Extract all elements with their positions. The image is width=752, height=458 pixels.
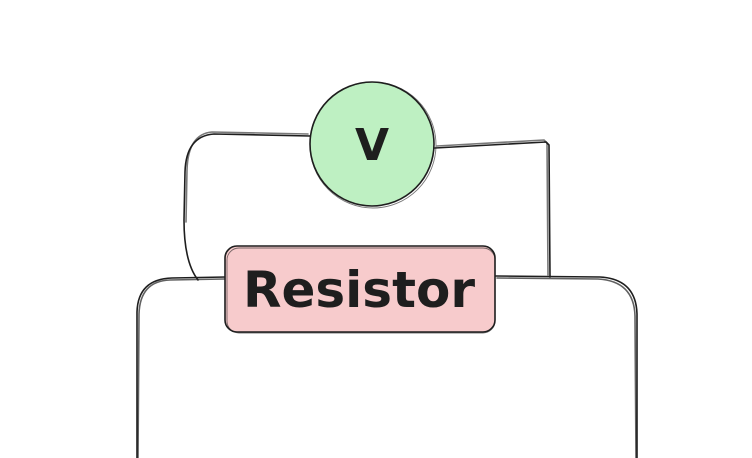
right-main-wire <box>495 275 638 458</box>
voltmeter-wires <box>183 131 551 281</box>
voltmeter-label: V <box>355 120 389 171</box>
resistor-box-sketch <box>226 247 496 334</box>
main-circuit-wires <box>136 275 638 458</box>
right-main-wire-sketch <box>496 277 637 458</box>
voltmeter-left-wire-sketch <box>185 131 309 223</box>
voltmeter-right-wire-sketch <box>436 139 549 276</box>
voltmeter-circle-sketch <box>309 81 437 209</box>
voltmeter-left-wire <box>183 133 311 281</box>
resistor-label: Resistor <box>243 261 475 319</box>
voltmeter[interactable]: V <box>309 81 437 209</box>
left-main-wire-sketch <box>137 278 225 458</box>
left-main-wire <box>136 276 227 458</box>
resistor[interactable]: Resistor <box>224 245 496 334</box>
